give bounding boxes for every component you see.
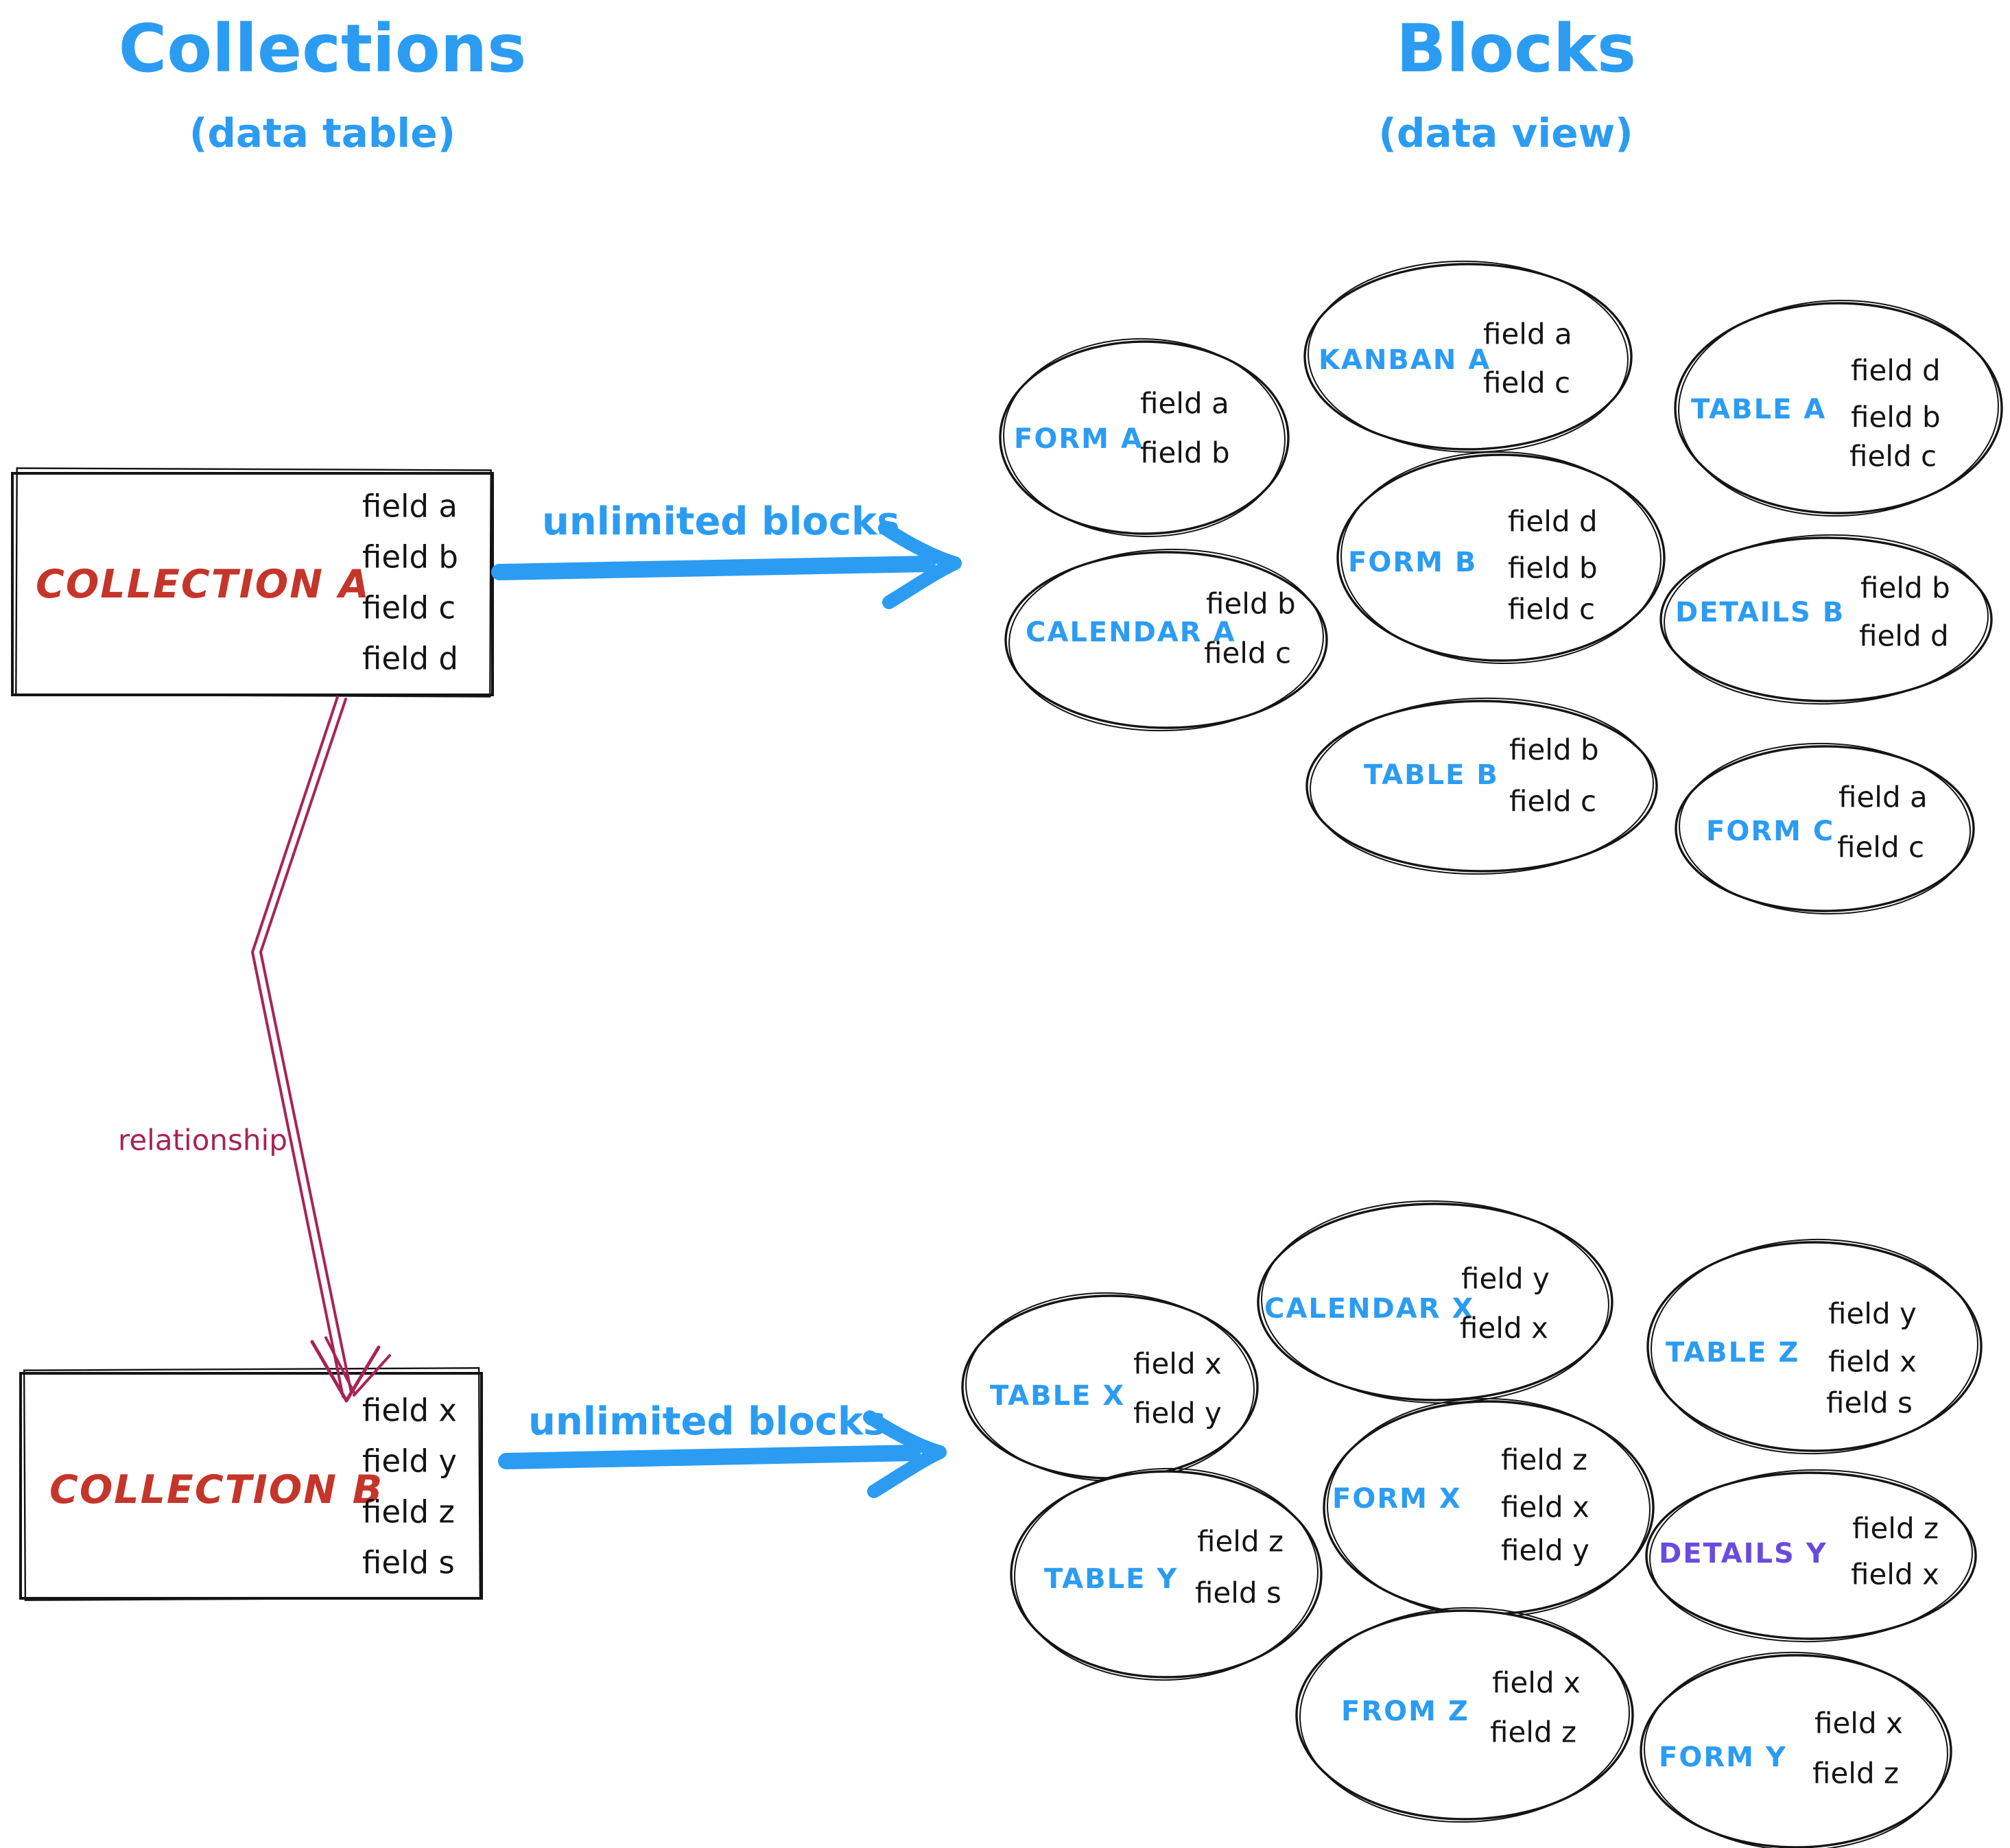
block-field: field c bbox=[1509, 784, 1597, 818]
block-field: field x bbox=[1501, 1490, 1589, 1524]
block-label-form-b: FORM B bbox=[1348, 547, 1478, 578]
block-label-details-y: DETAILS Y bbox=[1659, 1538, 1828, 1569]
block-field: field a bbox=[1140, 386, 1229, 420]
block-field: field b bbox=[1206, 587, 1296, 621]
block-field: field x bbox=[1828, 1344, 1917, 1379]
block-field: field x bbox=[1133, 1347, 1222, 1381]
block-ellipse-table-x bbox=[961, 1292, 1259, 1482]
block-label-calendar-x: CALENDAR X bbox=[1264, 1293, 1475, 1325]
block-field: field z bbox=[1490, 1715, 1577, 1749]
block-ellipse-table-y bbox=[1010, 1467, 1323, 1681]
block-field: field z bbox=[1501, 1443, 1588, 1477]
block-ellipse-details-b bbox=[1659, 534, 1993, 705]
block-ellipse-table-z bbox=[1646, 1238, 1983, 1455]
collection-a-label: COLLECTION A bbox=[36, 562, 370, 607]
block-field: field x bbox=[1460, 1311, 1548, 1345]
block-field: field b bbox=[1860, 571, 1950, 605]
unlimited-blocks-arrow-b bbox=[498, 1410, 947, 1498]
relationship-label: relationship bbox=[118, 1123, 287, 1157]
block-field: field b bbox=[1140, 436, 1230, 470]
unlimited-blocks-label-a: unlimited blocks bbox=[542, 499, 900, 544]
block-label-table-x: TABLE X bbox=[990, 1380, 1126, 1412]
block-field: field x bbox=[1851, 1557, 1939, 1591]
collection-b-box bbox=[19, 1367, 483, 1601]
block-field: field x bbox=[1492, 1666, 1581, 1700]
collection-b-field: field x bbox=[362, 1392, 458, 1429]
block-field: field b bbox=[1508, 551, 1598, 585]
collection-b-field: field z bbox=[362, 1493, 456, 1530]
collection-b-field: field s bbox=[362, 1544, 455, 1581]
block-label-form-c: FORM C bbox=[1706, 816, 1835, 847]
block-field: field x bbox=[1814, 1706, 1903, 1740]
block-label-form-y: FORM Y bbox=[1659, 1742, 1787, 1773]
block-ellipse-calendar-x bbox=[1257, 1200, 1613, 1404]
block-ellipse-calendar-a bbox=[1004, 548, 1328, 732]
block-ellipse-table-a bbox=[1674, 299, 2003, 517]
block-field: field z bbox=[1197, 1524, 1284, 1559]
block-ellipse-form-y bbox=[1640, 1651, 1952, 1848]
block-field: field z bbox=[1812, 1756, 1900, 1790]
unlimited-blocks-arrow-a bbox=[491, 521, 962, 609]
block-ellipse-form-a bbox=[999, 337, 1290, 538]
block-field: field s bbox=[1826, 1386, 1913, 1420]
block-label-from-z: FROM Z bbox=[1341, 1696, 1469, 1727]
collection-a-field: field c bbox=[362, 589, 456, 626]
block-label-table-a: TABLE A bbox=[1691, 394, 1827, 425]
collection-a-field: field d bbox=[362, 640, 458, 677]
unlimited-blocks-label-b: unlimited blocks bbox=[528, 1399, 886, 1444]
blocks-subtitle: (data view) bbox=[1378, 110, 1633, 156]
block-ellipse-kanban-a bbox=[1303, 260, 1633, 453]
block-field: field b bbox=[1851, 400, 1941, 434]
block-label-table-b: TABLE B bbox=[1364, 759, 1499, 791]
block-ellipse-form-b bbox=[1336, 451, 1666, 665]
block-field: field c bbox=[1204, 636, 1292, 670]
block-label-form-x: FORM X bbox=[1332, 1483, 1462, 1515]
relationship-arrow bbox=[250, 696, 391, 1403]
block-field: field c bbox=[1483, 366, 1571, 400]
blocks-title: Blocks bbox=[1396, 10, 1636, 87]
block-field: field c bbox=[1849, 439, 1937, 473]
collection-b-field: field y bbox=[362, 1443, 458, 1480]
block-field: field a bbox=[1838, 780, 1928, 814]
block-field: field y bbox=[1501, 1533, 1589, 1567]
block-field: field d bbox=[1851, 353, 1941, 388]
collection-a-box bbox=[11, 467, 494, 698]
block-field: field z bbox=[1852, 1511, 1939, 1545]
block-field: field y bbox=[1133, 1396, 1222, 1430]
block-ellipse-form-c bbox=[1675, 742, 1975, 915]
block-label-calendar-a: CALENDAR A bbox=[1026, 617, 1236, 648]
collection-a-field: field b bbox=[362, 538, 458, 576]
collection-b-label: COLLECTION B bbox=[49, 1467, 384, 1513]
collection-a-field: field a bbox=[362, 488, 458, 525]
collections-subtitle: (data table) bbox=[189, 110, 456, 156]
block-field: field b bbox=[1509, 733, 1599, 767]
block-field: field d bbox=[1508, 504, 1598, 538]
block-field: field y bbox=[1461, 1261, 1550, 1296]
block-label-form-a: FORM A bbox=[1014, 423, 1144, 455]
block-label-details-b: DETAILS B bbox=[1675, 597, 1845, 628]
block-field: field d bbox=[1859, 619, 1949, 653]
block-ellipse-table-b bbox=[1305, 697, 1658, 875]
block-field: field a bbox=[1483, 317, 1572, 351]
block-ellipse-from-z bbox=[1295, 1607, 1634, 1823]
block-field: field s bbox=[1195, 1576, 1281, 1610]
block-field: field y bbox=[1828, 1296, 1917, 1331]
block-field: field c bbox=[1508, 592, 1596, 626]
block-ellipse-details-y bbox=[1645, 1469, 1977, 1643]
block-label-table-z: TABLE Z bbox=[1666, 1337, 1800, 1369]
block-label-kanban-a: KANBAN A bbox=[1319, 344, 1491, 376]
block-label-table-y: TABLE Y bbox=[1044, 1563, 1179, 1595]
collections-title: Collections bbox=[118, 10, 527, 87]
block-field: field c bbox=[1837, 830, 1925, 864]
